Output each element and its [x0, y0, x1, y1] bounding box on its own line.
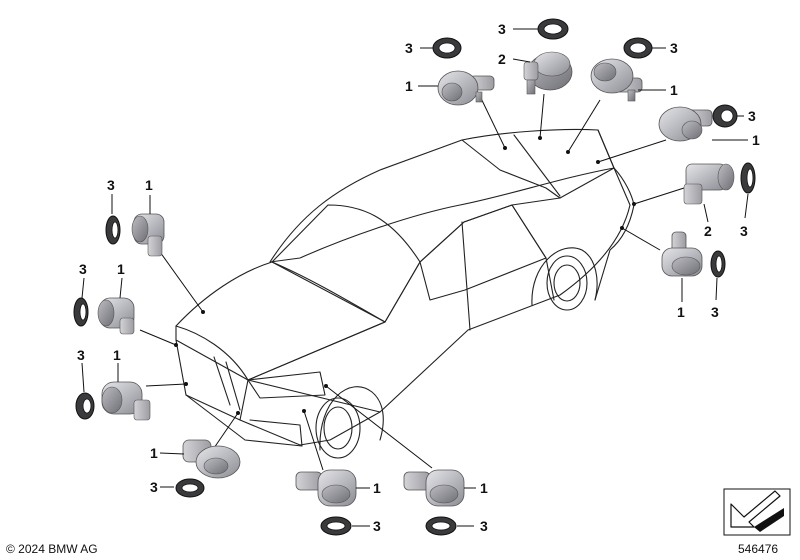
diagram-number: 546476: [738, 542, 779, 556]
callout-bottom-2-ring: 3: [480, 518, 488, 534]
ring-part: [320, 516, 352, 536]
arrow-symbol-icon: [723, 488, 791, 536]
ring-part: [710, 250, 726, 278]
ring-part: [623, 37, 653, 59]
callout-top-right-ring: 3: [670, 40, 678, 56]
callout-front-low-sensor: 1: [150, 445, 158, 461]
callout-top-right-sensor: 1: [670, 82, 678, 98]
callout-left-2-sensor: 1: [117, 261, 125, 277]
sensor-part: [661, 231, 703, 277]
ring-part: [105, 215, 121, 245]
copyright-text: © 2024 BMW AG: [6, 542, 98, 556]
callout-labels: 3 1 3 2 3 1 3 1 2 3 1 3 3 1 3 1 3 1 1 3 …: [77, 21, 760, 534]
sensor-part: [590, 58, 643, 102]
sensor-part: [403, 469, 465, 507]
sensor-part: [658, 106, 713, 142]
sensor-alt-part: [683, 163, 735, 205]
sensor-part: [131, 213, 165, 257]
callout-rear-low-sensor: 1: [677, 304, 685, 320]
callout-bottom-1-sensor: 1: [373, 480, 381, 496]
ring-part: [175, 478, 205, 498]
callout-top-center-ring: 3: [498, 21, 506, 37]
parts-layer: [73, 18, 756, 536]
ring-part: [73, 297, 89, 327]
callout-dashes: [81, 28, 749, 527]
callout-rear-upper-sensor: 1: [752, 132, 760, 148]
callout-top-left-ring: 3: [405, 40, 413, 56]
ring-part: [740, 162, 756, 194]
callout-rear-upper-ring: 3: [748, 108, 756, 124]
leader-lines: [139, 91, 685, 471]
ring-part: [425, 516, 457, 536]
callout-rear-low-ring: 3: [711, 304, 719, 320]
ring-part: [712, 104, 738, 128]
sensor-part: [182, 439, 241, 479]
sensor-part: [295, 469, 357, 507]
callout-top-left-sensor: 1: [405, 78, 413, 94]
ring-part: [75, 392, 95, 420]
callout-bottom-2-sensor: 1: [480, 480, 488, 496]
vehicle-outline: [175, 128, 635, 459]
callout-rear-mid-ring: 3: [740, 223, 748, 239]
callout-left-1-sensor: 1: [145, 177, 153, 193]
sensor-part: [97, 297, 135, 335]
sensor-alt-part: [523, 51, 573, 95]
callout-left-2-ring: 3: [79, 261, 87, 277]
callout-left-3-sensor: 1: [113, 347, 121, 363]
callout-rear-mid-sensor: 2: [704, 223, 712, 239]
sensor-part: [437, 70, 495, 106]
ring-part: [432, 37, 462, 59]
callout-left-1-ring: 3: [107, 177, 115, 193]
callout-top-center-sensor: 2: [498, 51, 506, 67]
callout-left-3-ring: 3: [77, 347, 85, 363]
sensor-part: [101, 381, 151, 421]
callout-front-low-ring: 3: [150, 479, 158, 495]
ring-part: [537, 18, 569, 40]
callout-bottom-1-ring: 3: [373, 518, 381, 534]
